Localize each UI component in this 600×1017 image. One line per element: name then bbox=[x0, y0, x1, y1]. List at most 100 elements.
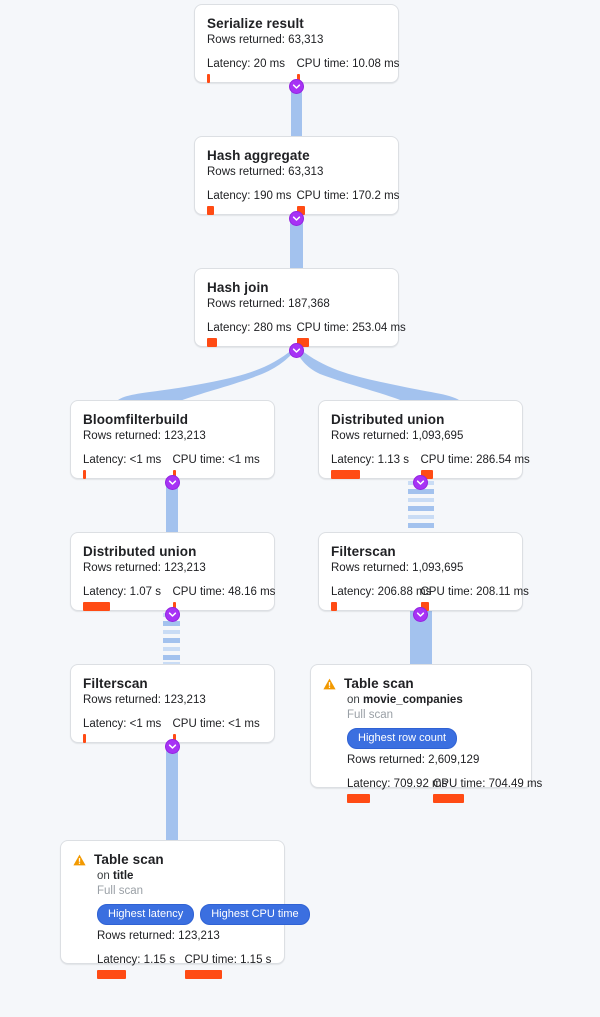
toggle-hash-join[interactable] bbox=[289, 343, 304, 358]
cpu-time-bar bbox=[420, 602, 429, 611]
plan-node-body: Rows returned: 1,093,695 Latency: 1.13 s… bbox=[331, 429, 530, 479]
plan-node-metrics: Latency: 20 ms CPU time: 10.08 ms bbox=[207, 57, 400, 83]
chevron-down-icon bbox=[168, 612, 177, 617]
plan-node-body: Rows returned: 63,313 Latency: 20 ms CPU… bbox=[207, 33, 400, 83]
plan-node-heading: Table scan bbox=[94, 851, 164, 868]
latency-label: Latency: <1 ms bbox=[83, 718, 162, 730]
plan-node-heading: Filterscan bbox=[331, 543, 396, 560]
cpu-time-bar bbox=[420, 470, 433, 479]
latency-bar bbox=[207, 206, 214, 215]
toggle-distributed-union-right[interactable] bbox=[413, 475, 428, 490]
plan-node-heading: Distributed union bbox=[331, 411, 444, 428]
cpu-time-metric: CPU time: 208.11 ms bbox=[420, 585, 529, 611]
plan-node-metrics: Latency: 1.07 s CPU time: 48.16 ms bbox=[83, 585, 276, 611]
cpu-time-metric: CPU time: 704.49 ms bbox=[433, 777, 543, 803]
cpu-time-bar bbox=[296, 206, 305, 215]
cpu-time-metric: CPU time: 286.54 ms bbox=[420, 453, 530, 479]
plan-node-heading: Distributed union bbox=[83, 543, 196, 560]
plan-node-heading: Serialize result bbox=[207, 15, 304, 32]
plan-node-bloomfilterbuild[interactable]: Bloomfilterbuild Rows returned: 123,213 … bbox=[70, 400, 275, 479]
plan-node-rows: Rows returned: 187,368 bbox=[207, 298, 330, 310]
toggle-serialize-result[interactable] bbox=[289, 79, 304, 94]
latency-label: Latency: 206.88 ms bbox=[331, 586, 432, 598]
cpu-time-metric: CPU time: <1 ms bbox=[172, 717, 263, 743]
cpu-time-bar bbox=[296, 338, 309, 347]
plan-node-header: Table scan bbox=[73, 851, 272, 868]
plan-node-hash-join[interactable]: Hash join Rows returned: 187,368 Latency… bbox=[194, 268, 406, 347]
plan-node-metrics: Latency: <1 ms CPU time: <1 ms bbox=[83, 453, 262, 479]
plan-node-rows: Rows returned: 63,313 bbox=[207, 34, 324, 46]
plan-node-filterscan-right[interactable]: Filterscan Rows returned: 1,093,695 Late… bbox=[318, 532, 529, 611]
latency-metric: Latency: 20 ms bbox=[207, 57, 297, 83]
cpu-time-label: CPU time: <1 ms bbox=[172, 454, 260, 466]
plan-node-badges: Highest row count bbox=[347, 728, 519, 749]
plan-node-title: Filterscan bbox=[331, 544, 396, 559]
cpu-time-metric: CPU time: 1.15 s bbox=[184, 953, 273, 979]
latency-label: Latency: 709.92 ms bbox=[347, 778, 448, 790]
toggle-distributed-union-left[interactable] bbox=[165, 607, 180, 622]
plan-node-metrics: Latency: 280 ms CPU time: 253.04 ms bbox=[207, 321, 406, 347]
plan-node-heading: Filterscan bbox=[83, 675, 148, 692]
chevron-down-icon bbox=[168, 744, 177, 749]
plan-node-metrics: Latency: 709.92 ms CPU time: 704.49 ms bbox=[347, 777, 543, 803]
plan-node-body: Rows returned: 123,213 Latency: 1.07 s C… bbox=[83, 561, 276, 611]
plan-node-header: Bloomfilterbuild bbox=[83, 411, 262, 428]
plan-node-serialize-result[interactable]: Serialize result Rows returned: 63,313 L… bbox=[194, 4, 399, 83]
toggle-bloomfilterbuild[interactable] bbox=[165, 475, 180, 490]
plan-node-heading: Bloomfilterbuild bbox=[83, 411, 188, 428]
chevron-down-icon bbox=[292, 348, 301, 353]
chevron-down-icon bbox=[292, 84, 301, 89]
plan-node-scan-type: Full scan bbox=[347, 709, 394, 721]
cpu-time-bar bbox=[172, 602, 176, 611]
plan-node-title: Bloomfilterbuild bbox=[83, 412, 189, 427]
cpu-time-label: CPU time: 170.2 ms bbox=[296, 190, 400, 202]
plan-node-header: Hash aggregate bbox=[207, 147, 386, 164]
plan-node-rows: Rows returned: 123,213 bbox=[97, 930, 220, 942]
plan-node-header: Hash join bbox=[207, 279, 386, 296]
cpu-time-label: CPU time: 704.49 ms bbox=[433, 778, 543, 790]
plan-node-filterscan-left[interactable]: Filterscan Rows returned: 123,213 Latenc… bbox=[70, 664, 275, 743]
latency-label: Latency: <1 ms bbox=[83, 454, 162, 466]
toggle-filterscan-left[interactable] bbox=[165, 739, 180, 754]
plan-node-table-scan-title[interactable]: Table scan on title Full scan Highest la… bbox=[60, 840, 310, 979]
chevron-down-icon bbox=[416, 480, 425, 485]
status-badge: Highest CPU time bbox=[200, 904, 310, 925]
cpu-time-label: CPU time: <1 ms bbox=[172, 718, 260, 730]
chevron-down-icon bbox=[168, 480, 177, 485]
plan-node-hash-aggregate[interactable]: Hash aggregate Rows returned: 63,313 Lat… bbox=[194, 136, 399, 215]
plan-node-metrics: Latency: 1.13 s CPU time: 286.54 ms bbox=[331, 453, 530, 479]
toggle-filterscan-right[interactable] bbox=[413, 607, 428, 622]
cpu-time-label: CPU time: 208.11 ms bbox=[420, 586, 529, 598]
edge-hashjoin-to-bloomfilterbuild bbox=[118, 349, 296, 404]
latency-metric: Latency: 190 ms bbox=[207, 189, 297, 215]
latency-metric: Latency: 206.88 ms bbox=[331, 585, 432, 611]
plan-node-heading: Hash aggregate bbox=[207, 147, 310, 164]
plan-node-rows: Rows returned: 2,609,129 bbox=[347, 754, 480, 766]
plan-node-table-scan-movie-companies[interactable]: Table scan on movie_companies Full scan … bbox=[310, 664, 542, 803]
toggle-hash-aggregate[interactable] bbox=[289, 211, 304, 226]
cpu-time-label: CPU time: 10.08 ms bbox=[296, 58, 400, 70]
cpu-time-label: CPU time: 48.16 ms bbox=[172, 586, 276, 598]
plan-node-metrics: Latency: 190 ms CPU time: 170.2 ms bbox=[207, 189, 400, 215]
latency-metric: Latency: 280 ms bbox=[207, 321, 297, 347]
plan-node-header: Serialize result bbox=[207, 15, 386, 32]
cpu-time-label: CPU time: 253.04 ms bbox=[296, 322, 406, 334]
latency-label: Latency: 20 ms bbox=[207, 58, 285, 70]
latency-metric: Latency: 709.92 ms bbox=[347, 777, 448, 803]
plan-node-metrics: Latency: 206.88 ms CPU time: 208.11 ms bbox=[331, 585, 529, 611]
latency-bar bbox=[97, 970, 126, 979]
plan-node-distributed-union-right[interactable]: Distributed union Rows returned: 1,093,6… bbox=[318, 400, 530, 479]
latency-label: Latency: 280 ms bbox=[207, 322, 292, 334]
latency-metric: Latency: <1 ms bbox=[83, 453, 173, 479]
plan-node-distributed-union-left[interactable]: Distributed union Rows returned: 123,213… bbox=[70, 532, 275, 611]
plan-node-title: Distributed union bbox=[83, 544, 197, 559]
plan-node-header: Filterscan bbox=[83, 675, 262, 692]
plan-node-rows: Rows returned: 123,213 bbox=[83, 694, 206, 706]
cpu-time-metric: CPU time: 253.04 ms bbox=[296, 321, 406, 347]
latency-metric: Latency: <1 ms bbox=[83, 717, 173, 743]
plan-node-header: Distributed union bbox=[83, 543, 262, 560]
on-label: on bbox=[97, 870, 113, 882]
